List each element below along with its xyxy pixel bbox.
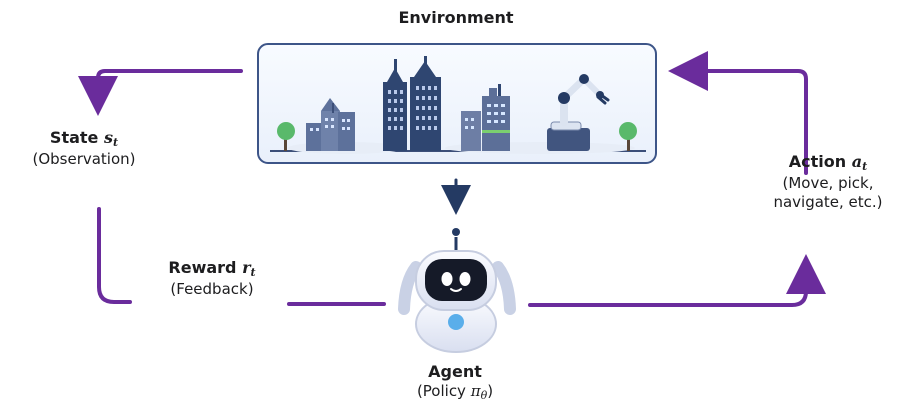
- mid-buildings-icon: [461, 84, 510, 151]
- left-tree-icon: [277, 122, 295, 151]
- reward-title-text: Reward: [168, 258, 243, 277]
- state-return-arrow: [78, 69, 243, 116]
- environment-panel: [257, 43, 657, 164]
- action-label: Action at (Move, pick, navigate, etc.): [748, 152, 908, 211]
- reward-subtitle: (Feedback): [170, 279, 254, 298]
- agent-robot-icon: [398, 228, 516, 353]
- action-subtitle-line-1: (Move, pick,: [782, 173, 874, 192]
- action-input-arrow: [668, 51, 808, 175]
- state-subtitle: (Observation): [32, 149, 136, 168]
- state-title-text: State: [49, 128, 104, 147]
- reward-symbol: r: [242, 258, 251, 277]
- state-subscript: t: [112, 136, 119, 149]
- environment-title: Environment: [398, 8, 514, 27]
- reward-title: Reward rt: [137, 258, 287, 280]
- robotic-arm-icon: [547, 74, 610, 151]
- action-connector-arrow: [528, 254, 826, 307]
- small-buildings-icon: [306, 98, 355, 151]
- agent-label: Agent (Policy πθ): [380, 362, 530, 403]
- action-title: Action at: [748, 152, 908, 174]
- state-symbol: s: [103, 128, 113, 147]
- agent-subtitle-suffix: ): [487, 382, 494, 400]
- agent-title: Agent: [428, 362, 482, 381]
- action-subtitle-line-2: navigate, etc.): [773, 192, 883, 211]
- policy-subscript: θ: [480, 389, 488, 402]
- action-symbol: a: [851, 152, 863, 171]
- agent-subtitle: (Policy πθ): [380, 382, 530, 403]
- agent-subtitle-prefix: (Policy: [416, 382, 471, 400]
- policy-symbol: π: [470, 382, 481, 400]
- reward-loop-line: [97, 207, 132, 304]
- reward-subscript: t: [250, 266, 256, 279]
- right-tree-icon: [619, 122, 637, 151]
- action-subscript: t: [862, 160, 868, 173]
- state-label: State st (Observation): [9, 128, 159, 169]
- reward-label: Reward rt (Feedback): [137, 258, 287, 299]
- state-title: State st: [9, 128, 159, 150]
- action-title-text: Action: [788, 152, 852, 171]
- skyscrapers-icon: [383, 56, 441, 151]
